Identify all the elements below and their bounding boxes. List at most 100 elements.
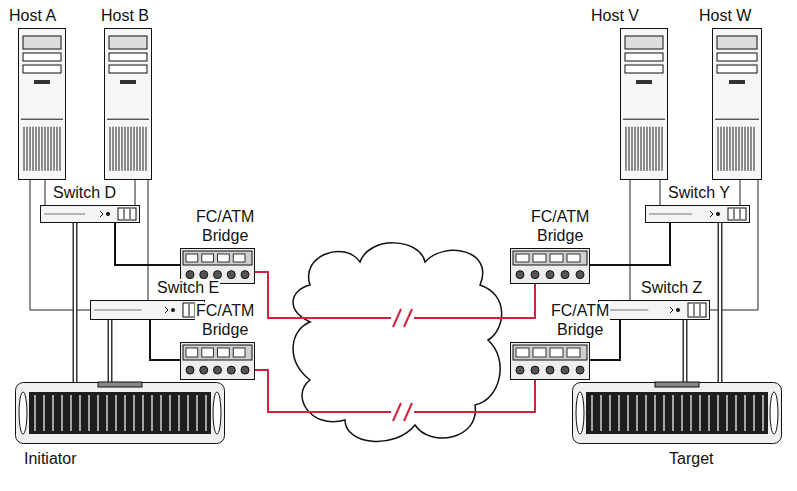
bridge-cable <box>590 223 670 265</box>
host-tower-icon <box>712 28 762 180</box>
arrow-mark <box>710 211 713 217</box>
end-cap <box>770 392 778 434</box>
module-slot <box>567 254 580 262</box>
upper-panel <box>513 251 587 265</box>
switch-case <box>646 206 750 223</box>
disk-slot <box>663 395 664 431</box>
break-slash <box>404 403 412 421</box>
disk-slot <box>744 395 745 431</box>
switch-case <box>41 206 140 223</box>
fc-switch-icon <box>598 300 710 320</box>
vent-slot <box>54 127 55 171</box>
connector-port <box>186 366 194 374</box>
front-line <box>649 214 692 215</box>
port-panel <box>728 208 746 220</box>
vent-slot <box>48 127 49 171</box>
disk-slot <box>654 395 655 431</box>
upper-panel <box>183 345 252 360</box>
fc-atm-bridge-icon <box>510 342 590 380</box>
module-slot <box>202 254 214 262</box>
module-slot <box>567 348 580 357</box>
disk-slot <box>43 395 44 431</box>
panel-seam <box>21 119 63 120</box>
connector-port <box>227 271 235 279</box>
port-line <box>189 304 190 316</box>
module-slot <box>186 348 198 357</box>
device-label: Host V <box>590 7 640 25</box>
vent-slot <box>119 127 120 171</box>
disk-slot <box>753 395 754 431</box>
cable-outer <box>73 223 78 382</box>
bridge-cable <box>115 223 180 265</box>
fc-switch: Switch D <box>40 205 140 223</box>
break-gap <box>391 309 414 327</box>
arrow-mark <box>670 307 673 313</box>
host-cable <box>148 180 149 300</box>
top-handle <box>98 382 142 387</box>
device-label: Host B <box>100 7 150 25</box>
top-handle <box>655 382 699 387</box>
device-label: Initiator <box>23 450 77 468</box>
host-tower: Host V <box>620 28 668 180</box>
vent-slot <box>131 127 132 171</box>
module-slot <box>516 348 529 357</box>
connector-port <box>546 366 554 374</box>
disk-slot <box>151 395 152 431</box>
panel-seam <box>623 119 665 120</box>
host-tower-icon <box>18 28 66 180</box>
device-label: FC/ATM Bridge <box>195 302 255 339</box>
drive-bay <box>109 36 147 49</box>
connector-port <box>200 271 208 279</box>
vent-slot <box>748 127 749 171</box>
disk-slot <box>618 395 619 431</box>
vent-slot <box>644 127 645 171</box>
port-line <box>130 209 131 219</box>
disk-slot <box>636 395 637 431</box>
vent-slot <box>116 127 117 171</box>
vent-slot <box>721 127 722 171</box>
front-line <box>94 310 142 311</box>
disk-slot <box>672 395 673 431</box>
tower-case <box>713 29 762 180</box>
drive-bay <box>109 53 147 61</box>
fc-link <box>115 223 180 265</box>
drive-bay <box>23 65 61 73</box>
drive-bay <box>625 36 663 49</box>
connector-port <box>576 271 584 279</box>
cable-inner <box>684 320 686 382</box>
status-led <box>676 308 680 312</box>
connector-port <box>531 366 539 374</box>
cable-inner <box>109 320 111 382</box>
host-tower: Host W <box>712 28 762 180</box>
module-slot <box>533 254 546 262</box>
fc-link <box>75 223 76 382</box>
upper-panel <box>183 251 252 265</box>
connector-port <box>227 366 235 374</box>
device-label: Switch Z <box>640 279 703 297</box>
host-tower: Host B <box>104 28 152 180</box>
disk-slot <box>52 395 53 431</box>
port-line <box>734 209 735 219</box>
connector-port <box>200 366 208 374</box>
bridge-case <box>511 343 590 380</box>
disk-slot <box>97 395 98 431</box>
disk-slot <box>717 395 718 431</box>
vent-slot <box>626 127 627 171</box>
fc-link <box>45 180 46 205</box>
disk-slot <box>142 395 143 431</box>
vent-slot <box>36 127 37 171</box>
vent-slot <box>653 127 654 171</box>
bridge-case <box>181 343 255 380</box>
break-slash <box>393 309 401 327</box>
floppy-slot <box>636 80 652 84</box>
disk-slot <box>34 395 35 431</box>
arrow-mark <box>165 307 168 313</box>
device-label: Host W <box>698 7 752 25</box>
vent-slot <box>143 127 144 171</box>
connector-port <box>241 271 249 279</box>
fc-link <box>660 180 661 205</box>
disk-slot <box>169 395 170 431</box>
disk-slot <box>681 395 682 431</box>
